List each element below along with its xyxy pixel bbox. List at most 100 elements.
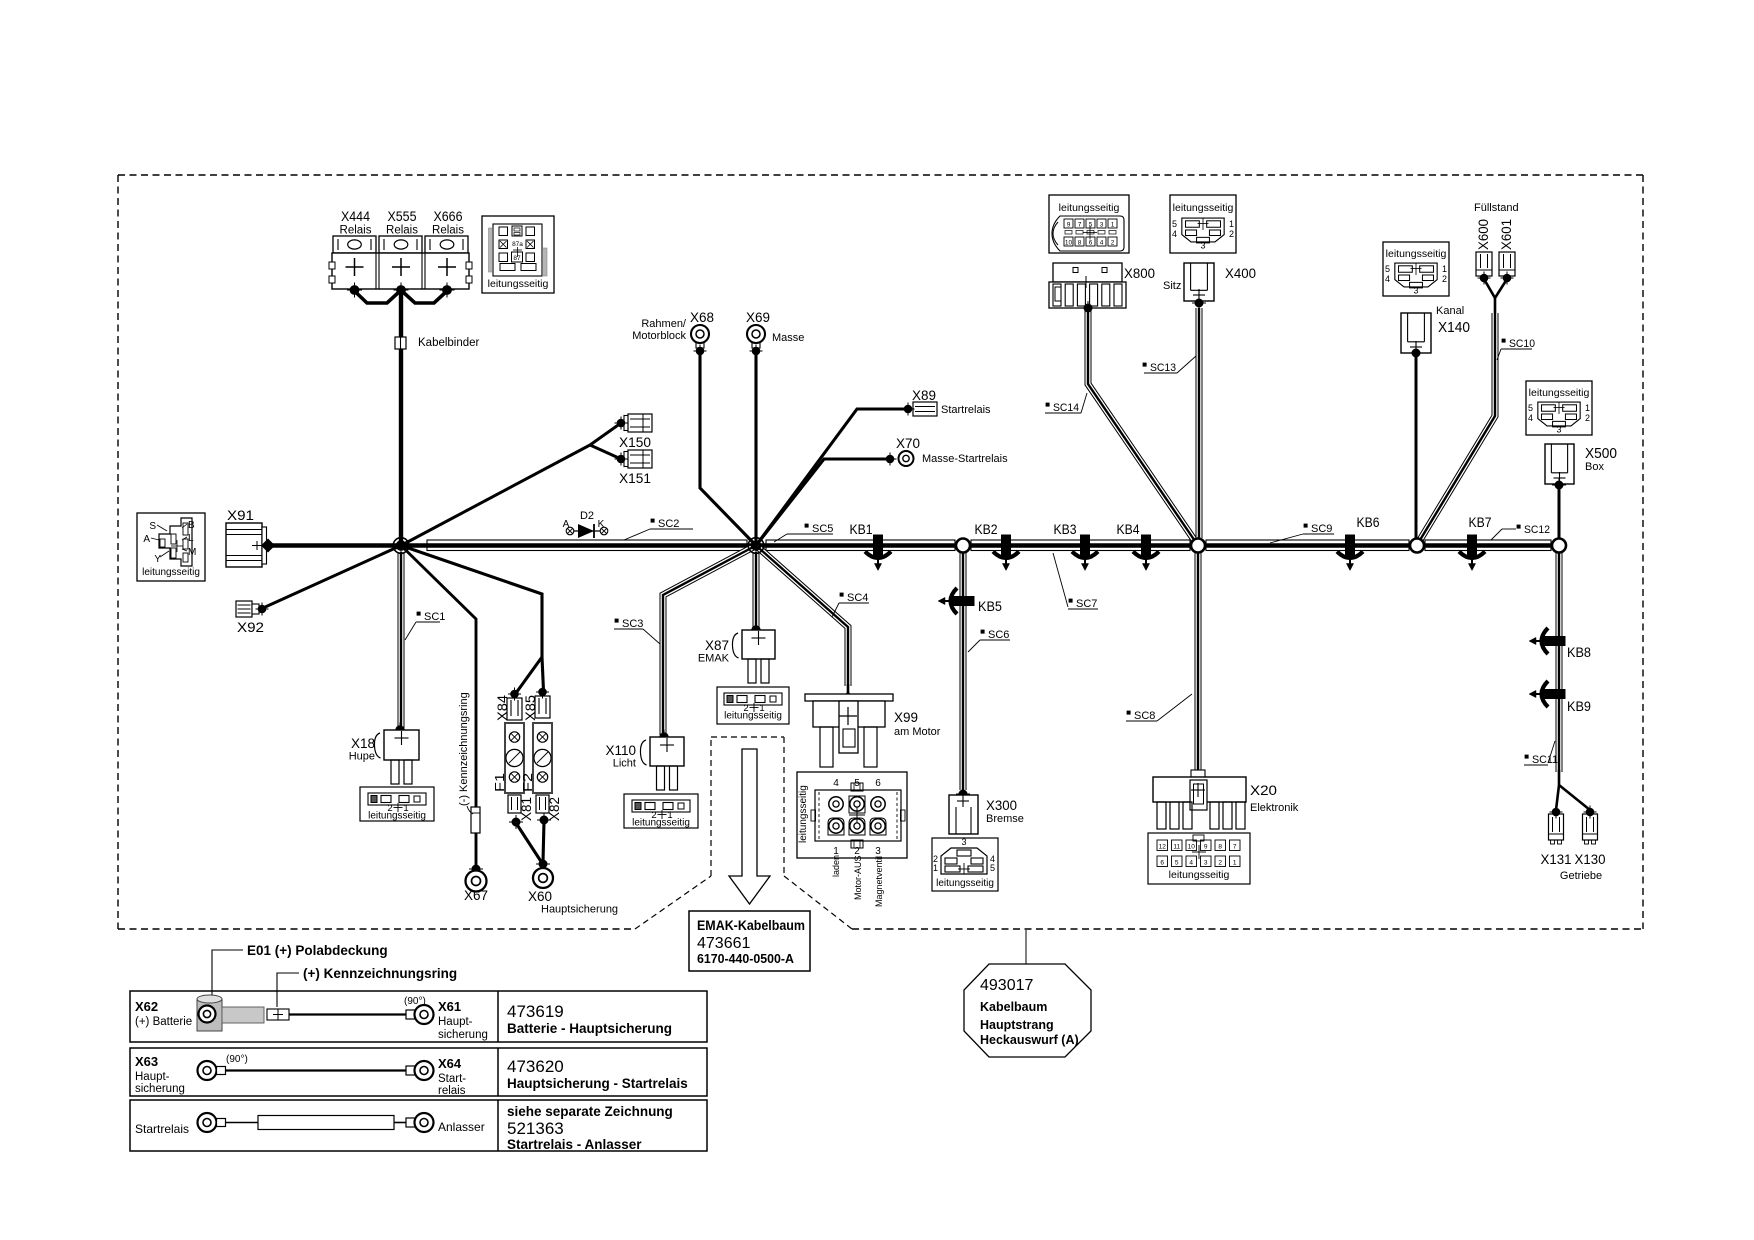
svg-text:K: K [598, 519, 605, 530]
svg-text:9: 9 [1204, 844, 1208, 851]
svg-text:(+) Kennzeichnungsring: (+) Kennzeichnungsring [303, 966, 457, 981]
svg-text:5: 5 [990, 863, 995, 873]
svg-text:EMAK-Kabelbaum: EMAK-Kabelbaum [697, 918, 805, 933]
svg-text:6: 6 [875, 778, 881, 789]
svg-text:SC5: SC5 [812, 523, 833, 535]
svg-text:am Motor: am Motor [894, 726, 941, 738]
svg-text:leitungsseitig: leitungsseitig [142, 567, 200, 578]
svg-text:Relais: Relais [386, 225, 418, 237]
svg-text:KB3: KB3 [1054, 522, 1077, 537]
svg-text:leitungsseitig: leitungsseitig [724, 711, 782, 722]
svg-text:3: 3 [1100, 222, 1104, 229]
svg-text:6: 6 [1089, 240, 1093, 247]
svg-text:KB4: KB4 [1117, 522, 1140, 537]
svg-text:relais: relais [438, 1085, 466, 1097]
svg-text:SC4: SC4 [847, 592, 868, 604]
svg-text:Licht: Licht [613, 758, 636, 770]
svg-text:KB5: KB5 [978, 599, 1002, 614]
svg-text:SC10: SC10 [1509, 338, 1535, 350]
svg-text:SC2: SC2 [658, 518, 679, 530]
svg-text:Hupe: Hupe [349, 751, 375, 763]
svg-text:SC12: SC12 [1524, 524, 1550, 536]
svg-text:3: 3 [961, 837, 966, 847]
svg-text:S: S [149, 521, 156, 532]
svg-text:L: L [188, 533, 194, 544]
svg-text:Masse-Startrelais: Masse-Startrelais [922, 453, 1008, 465]
svg-text:SC13: SC13 [1150, 362, 1176, 374]
svg-text:X800: X800 [1124, 266, 1155, 281]
svg-text:Motor-AUS: Motor-AUS [853, 855, 863, 900]
svg-text:8: 8 [1078, 240, 1082, 247]
svg-text:leitungsseitig: leitungsseitig [632, 818, 690, 829]
svg-text:SC11: SC11 [1532, 754, 1558, 766]
svg-text:X89: X89 [912, 388, 936, 403]
svg-text:SC6: SC6 [988, 629, 1009, 641]
svg-text:X150: X150 [619, 435, 651, 450]
svg-text:X140: X140 [1438, 319, 1470, 336]
svg-text:X666: X666 [434, 209, 463, 224]
svg-text:X91: X91 [227, 508, 254, 523]
svg-text:leitungsseitig: leitungsseitig [368, 811, 426, 822]
svg-text:Elektronik: Elektronik [1250, 802, 1299, 814]
svg-text:2: 2 [1585, 413, 1590, 423]
svg-text:X63: X63 [135, 1054, 158, 1069]
svg-text:B: B [188, 520, 195, 531]
svg-text:5: 5 [1528, 403, 1533, 413]
svg-text:leitungsseitig: leitungsseitig [798, 785, 809, 843]
svg-text:Sitz: Sitz [1163, 280, 1181, 292]
svg-text:KB8: KB8 [1567, 645, 1591, 660]
svg-text:4: 4 [990, 854, 995, 864]
svg-text:6: 6 [1160, 860, 1164, 867]
svg-text:2: 2 [933, 854, 938, 864]
svg-text:Haupt-: Haupt- [135, 1071, 170, 1083]
svg-text:Magnetventil: Magnetventil [874, 856, 884, 907]
svg-text:1: 1 [1233, 860, 1237, 867]
svg-text:Startrelais: Startrelais [941, 404, 991, 416]
svg-text:5: 5 [1172, 219, 1177, 229]
svg-text:X18: X18 [351, 736, 375, 751]
svg-text:KB6: KB6 [1357, 515, 1380, 530]
svg-text:SC3: SC3 [622, 618, 643, 630]
svg-text:11: 11 [1173, 844, 1180, 851]
svg-text:Kabelbinder: Kabelbinder [418, 337, 480, 349]
svg-text:2: 2 [854, 846, 860, 857]
svg-text:X400: X400 [1225, 266, 1256, 281]
svg-text:siehe separate Zeichnung: siehe separate Zeichnung [507, 1104, 673, 1119]
svg-text:4: 4 [1172, 229, 1177, 239]
svg-text:4: 4 [833, 778, 839, 789]
svg-text:KB9: KB9 [1567, 699, 1591, 714]
svg-text:Masse: Masse [772, 332, 804, 344]
svg-text:X500: X500 [1585, 445, 1617, 462]
svg-text:2: 2 [1442, 274, 1447, 284]
svg-text:F2: F2 [520, 773, 535, 792]
svg-text:1: 1 [1442, 264, 1447, 274]
svg-text:5: 5 [1385, 264, 1390, 274]
svg-text:7: 7 [1233, 844, 1237, 851]
svg-text:leitungsseitig: leitungsseitig [488, 278, 549, 290]
svg-text:1: 1 [759, 703, 764, 714]
svg-text:sicherung: sicherung [135, 1083, 185, 1095]
svg-text:X67: X67 [464, 888, 488, 903]
svg-text:X84: X84 [495, 694, 510, 721]
svg-text:87a: 87a [512, 241, 523, 248]
svg-text:1: 1 [1585, 403, 1590, 413]
svg-text:X20: X20 [1250, 783, 1277, 798]
svg-text:(90°): (90°) [404, 996, 426, 1007]
svg-text:A: A [143, 534, 150, 545]
svg-text:X600: X600 [1476, 219, 1491, 250]
svg-text:473619: 473619 [507, 1002, 564, 1021]
svg-text:Kanal: Kanal [1436, 305, 1464, 317]
svg-text:M: M [188, 547, 196, 558]
svg-text:E01 (+) Polabdeckung: E01 (+) Polabdeckung [247, 943, 388, 958]
svg-text:5: 5 [1175, 860, 1179, 867]
svg-text:Batterie - Hauptsicherung: Batterie - Hauptsicherung [507, 1021, 672, 1036]
svg-text:4: 4 [1100, 240, 1104, 247]
svg-text:10: 10 [1188, 844, 1196, 851]
svg-text:leitungsseitig: leitungsseitig [936, 878, 994, 889]
svg-text:Box: Box [1585, 461, 1604, 473]
svg-text:(-) Kennzeichnungsring: (-) Kennzeichnungsring [458, 692, 470, 806]
svg-text:X85: X85 [523, 695, 538, 721]
svg-text:493017: 493017 [980, 977, 1033, 994]
svg-text:Füllstand: Füllstand [1474, 202, 1519, 214]
svg-text:1: 1 [667, 810, 672, 821]
